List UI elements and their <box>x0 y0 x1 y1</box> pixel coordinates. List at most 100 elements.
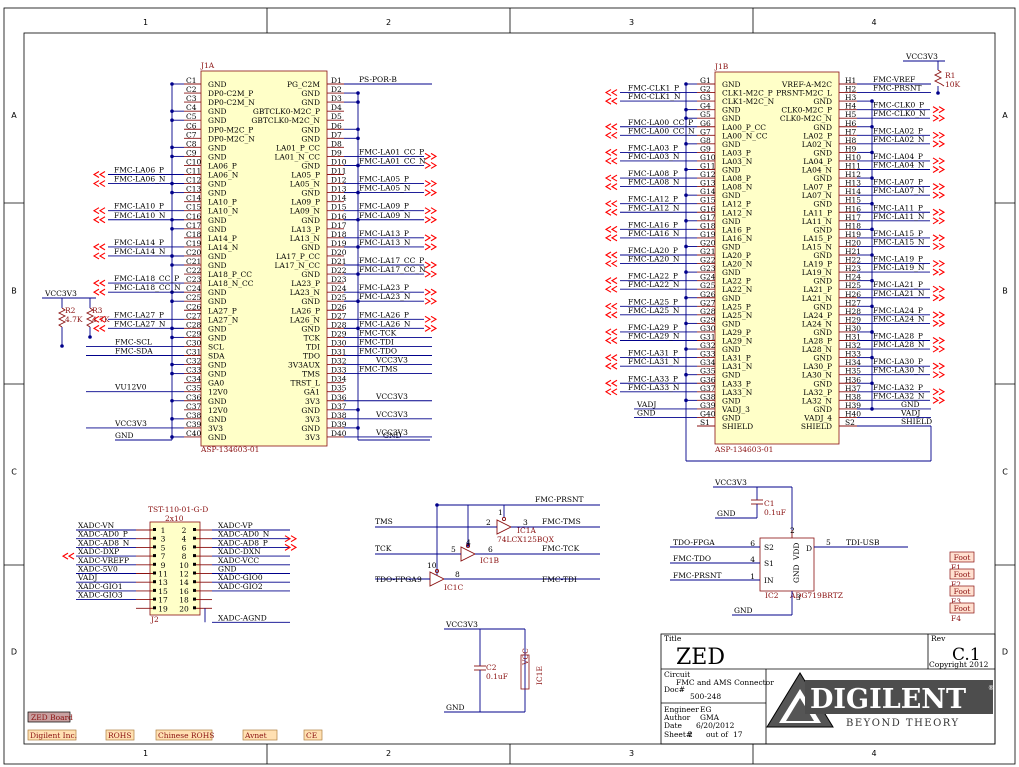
pin-number: C39 <box>186 420 202 429</box>
pin-name: GND <box>813 200 832 209</box>
pin-square <box>153 571 156 575</box>
pin-number: 2 <box>790 526 795 535</box>
pin-name: GND <box>722 268 741 277</box>
net-label: FMC-SDA <box>115 347 153 356</box>
pin-number: C36 <box>186 393 202 402</box>
net-label: FMC-LA03_P <box>628 143 678 152</box>
net-label: FMC-LA05_N <box>359 184 411 193</box>
rev-value: C.1 <box>952 645 981 665</box>
circuit-label: Circuit <box>664 670 690 679</box>
gnd-label: GND <box>383 431 402 440</box>
pin-name: GND <box>722 166 741 175</box>
offpage-port <box>424 152 438 160</box>
offpage-port <box>92 315 106 323</box>
net-label: FMC-LA13_P <box>359 229 409 238</box>
net-label: FMC-LA23_N <box>359 292 411 301</box>
offpage-port <box>932 234 946 242</box>
offpage-port <box>604 131 618 139</box>
pin-name: GND <box>813 225 832 234</box>
pin-number: 12 <box>179 570 189 579</box>
j2-ref: J2 <box>150 615 159 624</box>
pin-number: 18 <box>179 596 189 605</box>
offpage-port <box>424 207 438 215</box>
pin-name: LA28_P <box>803 337 832 346</box>
zone-col-top: 3 <box>629 18 634 27</box>
pin-number: H4 <box>845 102 857 111</box>
net-label: XADC-VP <box>218 521 253 530</box>
pin-name: LA18_P_CC <box>208 270 252 279</box>
pin-number: 15 <box>158 587 168 596</box>
net-label: FMC-LA05_P <box>359 175 409 184</box>
offpage-port <box>284 543 298 551</box>
pin-name: LA00_P_CC <box>722 123 766 132</box>
offpage-port <box>604 89 618 97</box>
offpage-port <box>604 174 618 182</box>
pin-number: D2 <box>331 85 342 94</box>
net-label: XADC-DXP <box>78 547 119 556</box>
junction-dot <box>88 335 92 339</box>
tag-label: ZED Board <box>31 713 73 722</box>
pin-name: LA27_P <box>208 306 237 315</box>
pin-number: G16 <box>700 204 716 213</box>
pin-name: GND <box>813 174 832 183</box>
bubble-enable <box>434 568 440 574</box>
net-label: FMC-LA20_P <box>628 246 678 255</box>
pin-number: C22 <box>186 266 202 275</box>
tag-box <box>303 729 323 741</box>
pin-number: D34 <box>331 375 347 384</box>
net-label: FMC-LA12_N <box>628 203 680 212</box>
junction-dot <box>684 270 688 274</box>
pin-number: G35 <box>700 367 716 376</box>
net-label: FMC-CLK1_P <box>628 84 679 93</box>
pin-number: 10 <box>427 561 437 570</box>
buffer-ic1a <box>496 519 513 535</box>
junction-dot <box>356 91 360 95</box>
junction-dot <box>170 362 174 367</box>
net-label: FMC-LA18_CC_N <box>114 283 181 292</box>
pin-number: D15 <box>331 203 347 212</box>
pin-name: GND <box>813 405 832 414</box>
pin-number: C1 <box>186 76 197 85</box>
zone-row-left: A <box>11 111 17 120</box>
pin-name: CLK0-M2C_P <box>781 106 832 115</box>
pin-number: D9 <box>331 148 342 157</box>
junction-dot <box>870 355 874 360</box>
pin-number: 1 <box>750 572 755 581</box>
pin-square <box>193 545 196 549</box>
ic2-ref: IC2 <box>765 591 779 600</box>
net-label: FMC-LA15_P <box>873 229 923 238</box>
pin-name: LA02_N <box>802 140 833 149</box>
pin-name: GND <box>722 114 741 123</box>
pin-name: LA07_P <box>803 183 832 192</box>
offpage-port <box>61 552 75 560</box>
pin-number: D18 <box>331 230 347 239</box>
ic1e-ref: IC1E <box>535 666 544 685</box>
pin-number: 8 <box>182 552 187 561</box>
r1-ref: R1 <box>945 71 955 80</box>
pin-number: D25 <box>331 293 347 302</box>
net-label: XADC-AGND <box>218 613 267 622</box>
net-label: GND <box>637 408 656 417</box>
pin-number: G2 <box>700 85 711 94</box>
circuit-value: FMC and AMS Connector <box>676 678 774 687</box>
offpage-port <box>932 114 946 122</box>
pin-number: C24 <box>186 284 202 293</box>
pin-number: G36 <box>700 375 716 384</box>
pin-number: 5 <box>161 543 166 552</box>
gnd-label: GND <box>734 606 753 615</box>
foot-label: Foot <box>954 604 971 613</box>
logo-name: DIGILENT <box>810 684 966 715</box>
j1b-body <box>714 71 840 445</box>
net-label: XADC-AD8_N <box>78 538 130 547</box>
logo-tagline: BEYOND THEORY <box>846 718 960 729</box>
offpage-port <box>92 252 106 260</box>
junction-dot <box>170 190 174 195</box>
pin-name: LA19_N <box>802 268 833 277</box>
net-label: FMC-LA00_CC_N <box>628 126 695 135</box>
